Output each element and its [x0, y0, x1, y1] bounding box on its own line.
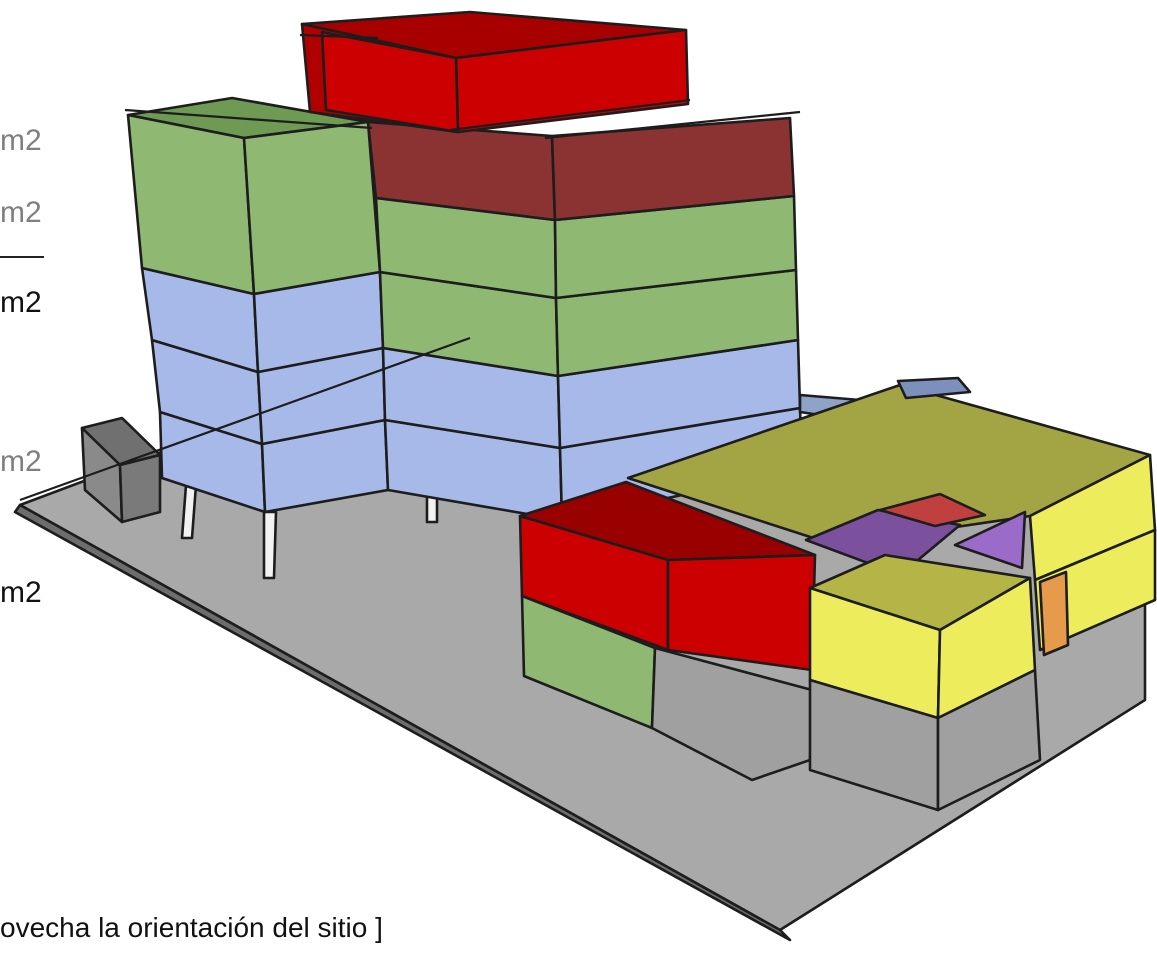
- right-tower-maroon: [550, 116, 796, 222]
- sketch-stroke: [544, 110, 801, 140]
- gray-ground-front: [650, 646, 814, 782]
- red-patio: [878, 492, 987, 528]
- sketch-stroke: [124, 108, 373, 130]
- left-tower-green-side: [126, 113, 256, 296]
- sketch-stroke: [449, 98, 691, 132]
- left-tower-green-front: [242, 120, 382, 296]
- sketch-stroke: [779, 699, 1146, 931]
- gray-block-side: [118, 453, 162, 524]
- ground-edge: [13, 503, 792, 942]
- sum-rule: [0, 256, 44, 258]
- orange-strip: [1038, 570, 1070, 657]
- area-total-fragment: m2: [0, 286, 42, 319]
- red-block-front-right: [666, 553, 817, 672]
- area-total-fragment: m2: [0, 576, 42, 609]
- sketch-stroke: [19, 336, 471, 502]
- sketch-stroke: [299, 33, 379, 40]
- area-label-fragment: m2: [0, 445, 42, 478]
- area-label-fragment: m2: [0, 124, 42, 157]
- pilotis-2: [262, 510, 278, 580]
- gray-block-side-low: [936, 668, 1042, 812]
- top-red-left: [320, 30, 460, 134]
- violet-patio: [953, 510, 1027, 570]
- caption: ovecha la orientación del sitio ]: [0, 912, 383, 943]
- blue-roof-cap: [896, 376, 972, 400]
- area-label-fragment: m2: [0, 196, 42, 229]
- pilotis-1: [180, 483, 198, 540]
